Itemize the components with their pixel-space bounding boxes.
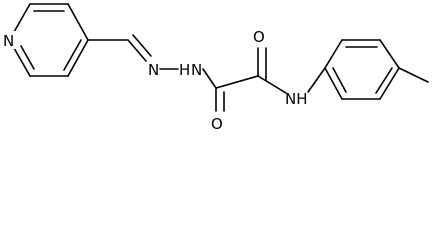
double-bond-inner — [332, 67, 347, 93]
methyl-bond — [398, 67, 429, 83]
double-bond-inner — [132, 34, 152, 57]
bond — [257, 75, 287, 94]
bond — [13, 47, 31, 77]
hydrazone-chain — [87, 34, 217, 89]
double-bond-inner — [63, 39, 82, 71]
bond — [127, 39, 147, 62]
pyridine-nitrogen-label: N — [3, 32, 14, 50]
bond — [67, 3, 89, 41]
hydrazide-nitrogen-label: N — [191, 61, 202, 79]
bond — [324, 39, 343, 69]
hydrazone-nitrogen-label: N — [148, 61, 159, 79]
chemical-structure-diagram: N N H N O O NH — [2, 3, 429, 133]
bond — [307, 67, 326, 93]
pyridine-ring — [13, 3, 89, 77]
bond — [202, 68, 217, 89]
double-bond-inner — [375, 67, 393, 94]
bond — [379, 39, 400, 69]
hydrazide-h-label: H — [179, 61, 190, 79]
bond — [379, 67, 400, 100]
carbonyl-oxygen-left-label: O — [211, 115, 223, 133]
tolyl-ring — [307, 39, 429, 100]
carbonyl-oxygen-right-label: O — [253, 28, 265, 46]
atom-bg — [2, 31, 17, 49]
amide-nh-label: NH — [285, 90, 308, 108]
bond — [67, 39, 89, 77]
double-bond-inner — [20, 45, 35, 70]
bond — [215, 75, 259, 89]
bond — [324, 67, 343, 100]
oxalyl-core — [215, 47, 287, 112]
bond — [13, 3, 31, 33]
